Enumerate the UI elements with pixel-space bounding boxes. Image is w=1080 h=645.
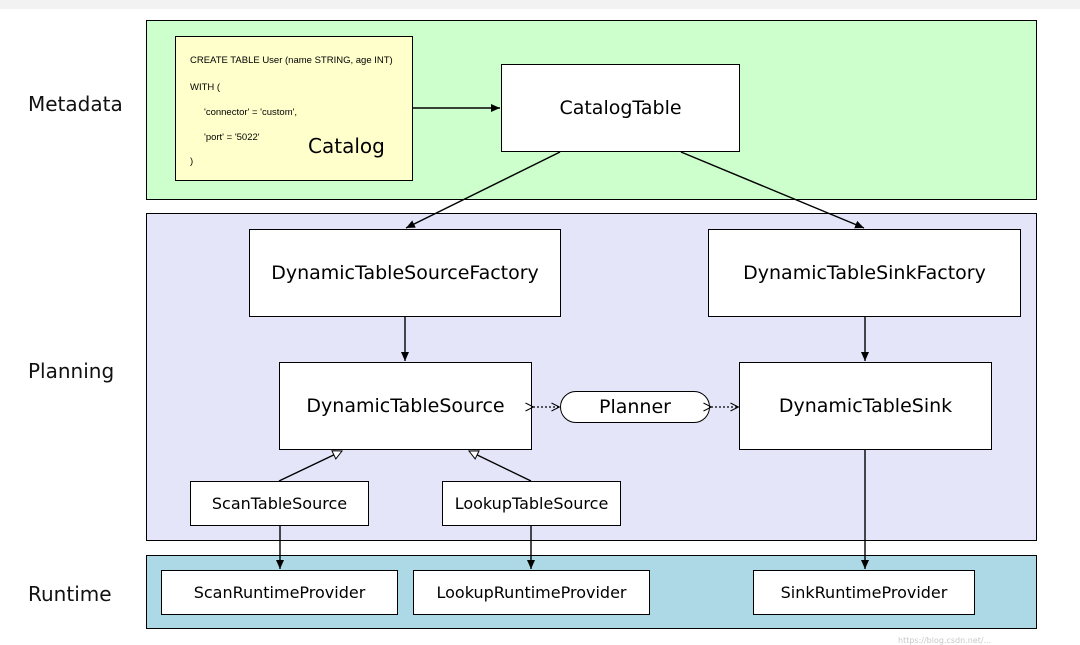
runtime-lane-label: Runtime — [28, 582, 112, 606]
sql-line-port: 'port' = '5022' — [204, 132, 260, 143]
sink-runtime-provider-node: SinkRuntimeProvider — [753, 570, 975, 615]
top-bar — [0, 0, 1080, 9]
scan-table-source-node: ScanTableSource — [190, 481, 369, 526]
sql-line-with: WITH ( — [190, 82, 221, 93]
dynamic-table-sink-node: DynamicTableSink — [739, 362, 992, 450]
sql-line-create: CREATE TABLE User (name STRING, age INT) — [190, 55, 393, 66]
catalog-sql-box: CREATE TABLE User (name STRING, age INT)… — [175, 36, 413, 181]
planning-lane-label: Planning — [28, 359, 115, 383]
metadata-lane-label: Metadata — [28, 92, 123, 116]
sql-line-connector: 'connector' = 'custom', — [204, 107, 298, 118]
catalog-label: Catalog — [308, 134, 385, 158]
sink-factory-node: DynamicTableSinkFactory — [708, 229, 1021, 317]
dynamic-table-source-node: DynamicTableSource — [279, 362, 532, 450]
lookup-runtime-provider-node: LookupRuntimeProvider — [413, 570, 650, 615]
source-factory-node: DynamicTableSourceFactory — [249, 229, 561, 317]
lookup-table-source-node: LookupTableSource — [442, 481, 621, 526]
watermark-text: https://blog.csdn.net/... — [898, 636, 992, 645]
scan-runtime-provider-node: ScanRuntimeProvider — [161, 570, 398, 615]
planner-node: Planner — [560, 391, 710, 423]
catalog-table-node: CatalogTable — [501, 64, 740, 152]
sql-line-close: ) — [190, 156, 194, 167]
